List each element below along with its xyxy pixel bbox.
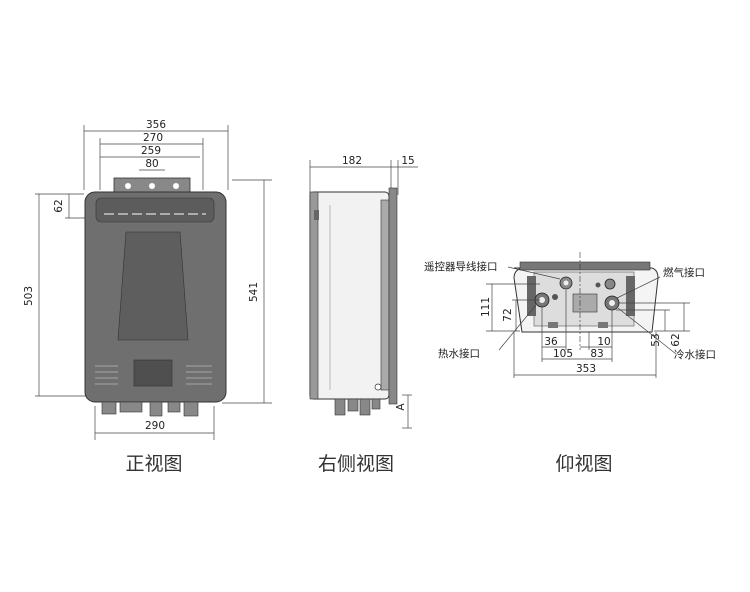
wall-bracket <box>388 187 398 405</box>
dim-62: 62 <box>53 199 65 212</box>
dim-36: 36 <box>544 336 558 348</box>
dim-353: 353 <box>576 363 596 375</box>
dim-10: 10 <box>597 336 610 348</box>
top-vent-panel <box>95 197 215 223</box>
heater-body-side <box>309 191 390 400</box>
bottom-fittings <box>101 401 199 417</box>
right-side-view: 182 15 A <box>309 155 418 429</box>
front-view: 356 270 259 80 503 62 541 290 <box>23 119 272 440</box>
display-window <box>133 359 173 387</box>
label-remote: 遥控器导线接口 <box>424 260 498 273</box>
dim-15: 15 <box>401 155 414 167</box>
dim-259: 259 <box>141 145 161 157</box>
marker-a: A <box>395 403 407 411</box>
caption-right: 右侧视图 <box>318 453 394 475</box>
dim-111: 111 <box>480 297 492 317</box>
dim-270: 270 <box>143 132 163 144</box>
label-gas: 燃气接口 <box>663 266 705 279</box>
front-panel <box>117 231 189 341</box>
dim-72: 72 <box>502 308 514 321</box>
dim-503: 503 <box>23 286 35 306</box>
side-fittings <box>334 398 381 416</box>
gas-port <box>604 278 616 290</box>
label-cold: 冷水接口 <box>674 348 716 361</box>
dim-182: 182 <box>342 155 362 167</box>
dim-83: 83 <box>590 348 603 360</box>
label-hot: 热水接口 <box>438 347 480 360</box>
caption-bottom: 仰视图 <box>555 453 612 475</box>
dim-541: 541 <box>248 282 260 302</box>
caption-front: 正视图 <box>125 453 182 475</box>
dim-290: 290 <box>145 420 165 432</box>
dim-80: 80 <box>145 158 158 170</box>
dim-62b: 62 <box>670 333 682 346</box>
dim-105: 105 <box>553 348 573 360</box>
bottom-view: 遥控器导线接口 燃气接口 热水接口 冷水接口 111 72 53 62 36 1… <box>424 252 716 378</box>
dim-356: 356 <box>146 119 166 131</box>
